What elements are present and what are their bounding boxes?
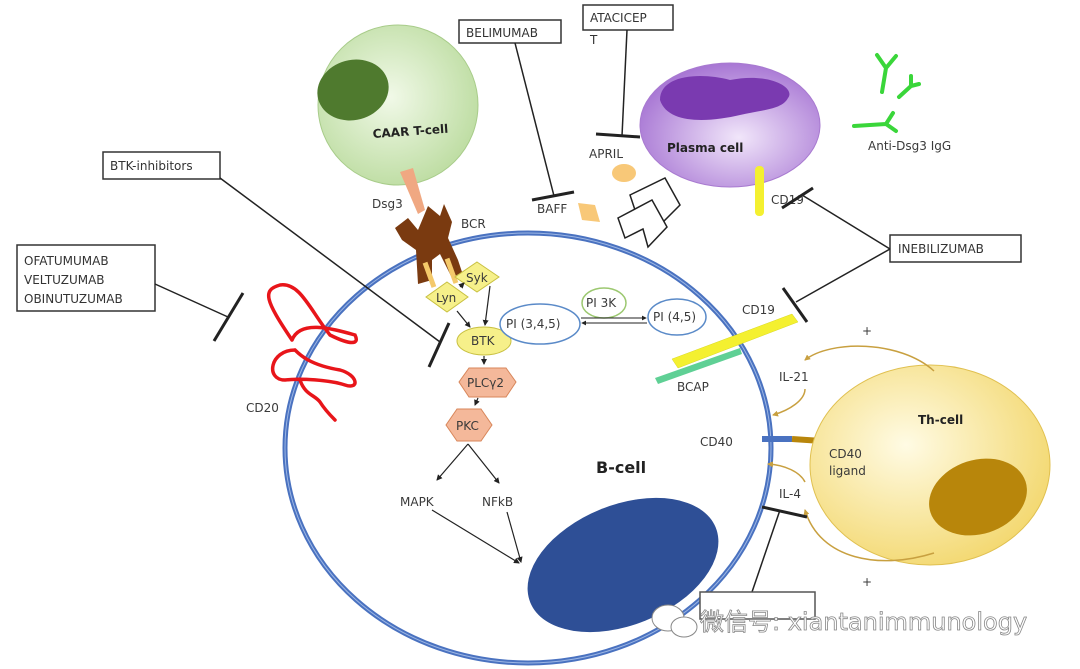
il21-label: IL-21 [779,370,809,384]
pi3k-node: PI 3K [581,287,627,319]
syk-to-btk-arrow [482,285,491,326]
wechat-watermark: 微信号: xiantanimmunology [651,604,1028,638]
bcap: BCAP [655,348,742,394]
baff-molecule [578,203,600,222]
caar-t-cell-label: CAAR T-cell [372,122,448,141]
btk-inhibitors-box [102,151,221,180]
plcg2-node: PLCγ2 [458,367,517,398]
svg-text:BTK: BTK [471,334,496,348]
svg-text:Syk: Syk [466,271,488,285]
anti-cd20-inhibitors: OFATUMUMAB VELTUZUMAB OBINUTUZUMAB [16,244,245,342]
nfkb-to-nucleus-arrow [506,511,523,563]
il21-arc-top [804,345,935,372]
svg-text:OBINUTUZUMAB: OBINUTUZUMAB [24,292,123,306]
caar-t-cell: CAAR T-cell Dsg3 [317,24,479,214]
baff-label: BAFF [537,202,567,216]
bcr-label: BCR [461,217,486,231]
svg-text:INEBILIZUMAB: INEBILIZUMAB [898,242,984,256]
il4-arc-top [767,461,806,483]
mapk-label: MAPK [400,495,435,509]
il4-label: IL-4 [779,487,801,501]
cd40-ligand-label-2: ligand [829,464,866,478]
dsg3-molecule [400,168,425,214]
april-label: APRIL [589,147,623,161]
svg-text:BTK-inhibitors: BTK-inhibitors [110,159,193,173]
plus-top: + [862,324,872,338]
svg-text:CD19: CD19 [742,303,775,317]
differentiation-chevrons [617,177,681,249]
pkc-to-nfkb-arrow [467,443,500,484]
plasma-cell: Plasma cell CD19 [639,62,821,216]
plasma-cell-label: Plasma cell [667,141,743,155]
pkc-node: PKC [445,408,493,442]
svg-text:PI (4,5): PI (4,5) [653,310,696,324]
svg-text:PI (3,4,5): PI (3,4,5) [506,317,561,331]
plasma-nucleus [660,76,790,120]
svg-text:BCAP: BCAP [677,380,709,394]
b-cell: B-cell [282,230,774,666]
svg-text:微信号: xiantanimmunology: 微信号: xiantanimmunology [700,608,1027,636]
svg-text:T: T [589,33,598,47]
cd19-bcell: CD19 [671,303,799,369]
lyn-kinase: Lyn [425,281,469,313]
svg-text:PI 3K: PI 3K [586,296,617,310]
bottom-inhibitor-box [699,591,816,620]
lyn-to-btk-arrow [456,310,471,328]
b-cell-nucleus [527,497,719,633]
btk-inhibitors: BTK-inhibitors [102,151,451,368]
th-cell-label: Th-cell [918,413,963,427]
svg-text:PKC: PKC [456,419,479,433]
nfkb-label: NFkB [482,495,513,509]
cd40-ligand-label-1: CD40 [829,447,862,461]
svg-text:BELIMUMAB: BELIMUMAB [466,26,538,40]
svg-text:ATACICEP: ATACICEP [590,11,647,25]
cd19-plasma [755,166,764,216]
th-nucleus [929,458,1027,536]
inebilizumab-inhibitor: INEBILIZUMAB [781,186,1022,323]
atacicept-box [582,4,674,31]
il21-arc-bottom [772,388,806,417]
cd20-molecule [266,283,358,422]
inebilizumab-box [889,234,1022,263]
svg-text:VELTUZUMAB: VELTUZUMAB [24,273,105,287]
cd20-label: CD20 [246,401,279,415]
mapk-to-nucleus-arrow [431,509,520,564]
btk-node: BTK [456,326,512,356]
dsg3-label: Dsg3 [372,197,403,211]
anti-dsg3-igg-label: Anti-Dsg3 IgG [868,139,951,153]
pi45-node: PI (4,5) [647,298,707,336]
lyn-to-syk-arrow [458,282,465,289]
caar-nucleus [317,59,389,121]
bottom-inhibitor [699,505,816,620]
cd19-plasma-label: CD19 [771,193,804,207]
anti-dsg3-antibodies [852,53,921,133]
b-cell-label: B-cell [596,458,646,477]
syk-kinase: Syk [454,261,500,293]
atacicept-inhibitor: ATACICEP T [582,4,674,139]
svg-text:OFATUMUMAB: OFATUMUMAB [24,254,109,268]
b-cell-membrane [282,230,774,666]
cd40-label: CD40 [700,435,733,449]
svg-text:PLCγ2: PLCγ2 [467,376,504,390]
belimumab-inhibitor: BELIMUMAB [458,19,575,202]
pkc-to-mapk-arrow [436,443,469,481]
april-molecule [612,164,636,182]
svg-text:Lyn: Lyn [436,291,456,305]
anti-cd20-box [16,244,156,312]
pi345-node: PI (3,4,5) [499,303,581,345]
th-cell: Th-cell CD40 ligand [809,364,1051,566]
plus-bottom: + [862,575,872,589]
belimumab-box [458,19,562,44]
il4-arc-bottom [803,509,935,562]
